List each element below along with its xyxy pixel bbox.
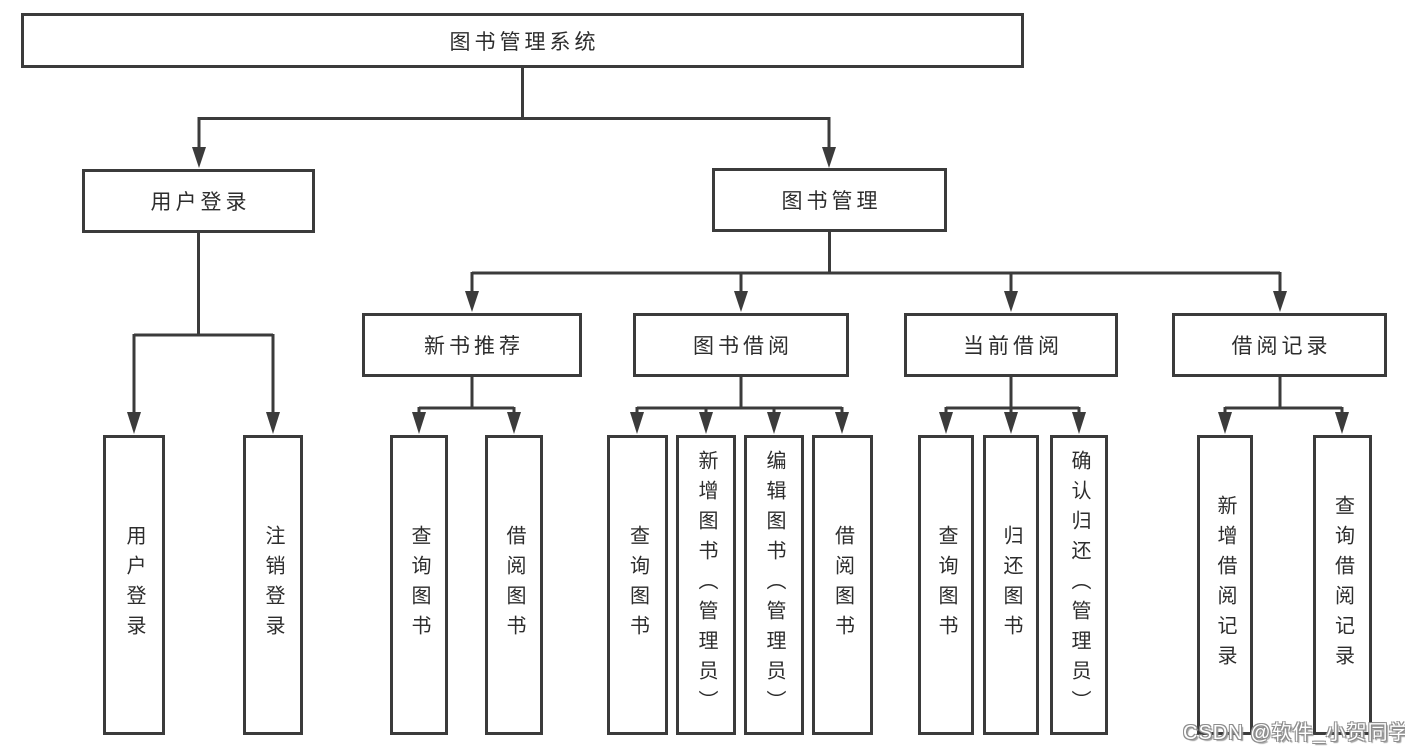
leaf-query-borrow-record: 查询借阅记录 — [1313, 435, 1372, 735]
node-current-borrow-label: 当前借阅 — [963, 335, 1063, 358]
leaf-return-books: 归还图书 — [983, 435, 1039, 735]
leaf-recommend-borrow-books: 借阅图书 — [485, 435, 543, 735]
node-new-book-recommend: 新书推荐 — [362, 313, 582, 377]
connector-userlogin-to-children — [127, 232, 280, 434]
leaf-edit-books-admin: 编辑图书（管理员） — [744, 435, 804, 735]
connector-borrow-to-children — [630, 377, 849, 434]
node-book-borrow-label: 图书借阅 — [693, 335, 793, 358]
leaf-add-books-admin-label: 新增图书（管理员） — [695, 450, 717, 720]
leaf-confirm-return-admin: 确认归还（管理员） — [1050, 435, 1108, 735]
node-root: 图书管理系统 — [21, 13, 1024, 68]
node-book-borrow: 图书借阅 — [633, 313, 849, 377]
leaf-recommend-query-books: 查询图书 — [390, 435, 448, 735]
leaf-confirm-return-admin-label: 确认归还（管理员） — [1068, 450, 1090, 720]
node-book-management-label: 图书管理 — [781, 190, 882, 213]
leaf-add-borrow-record: 新增借阅记录 — [1197, 435, 1253, 735]
leaf-return-books-label: 归还图书 — [1000, 525, 1022, 645]
node-borrow-records: 借阅记录 — [1172, 313, 1387, 377]
leaf-query-borrow-record-label: 查询借阅记录 — [1331, 495, 1354, 675]
leaf-borrow-books: 借阅图书 — [812, 435, 873, 735]
node-new-book-recommend-label: 新书推荐 — [424, 335, 524, 358]
node-borrow-records-label: 借阅记录 — [1231, 335, 1332, 358]
connector-recommend-to-children — [412, 377, 521, 434]
leaf-current-query-books: 查询图书 — [918, 435, 974, 735]
leaf-recommend-borrow-books-label: 借阅图书 — [503, 525, 525, 645]
csdn-watermark: CSDN @软件_小贺同学 — [1183, 722, 1405, 744]
leaf-borrow-query-books-label: 查询图书 — [626, 525, 649, 645]
leaf-borrow-books-label: 借阅图书 — [831, 525, 854, 645]
connector-records-to-children — [1218, 377, 1349, 434]
connector-root-to-level2 — [192, 68, 836, 168]
leaf-add-borrow-record-label: 新增借阅记录 — [1214, 495, 1236, 675]
leaf-recommend-query-books-label: 查询图书 — [408, 525, 430, 645]
leaf-user-login: 用户登录 — [103, 435, 165, 735]
leaf-add-books-admin: 新增图书（管理员） — [676, 435, 736, 735]
connector-bookmgmt-to-level3 — [465, 232, 1287, 312]
node-root-label: 图书管理系统 — [449, 30, 600, 54]
leaf-user-login-label: 用户登录 — [123, 525, 145, 645]
connector-current-to-children — [939, 377, 1086, 434]
leaf-logout-label: 注销登录 — [262, 525, 284, 645]
leaf-borrow-query-books: 查询图书 — [607, 435, 668, 735]
leaf-current-query-books-label: 查询图书 — [935, 525, 957, 645]
node-current-borrow: 当前借阅 — [904, 313, 1118, 377]
node-book-management: 图书管理 — [712, 168, 947, 232]
leaf-edit-books-admin-label: 编辑图书（管理员） — [763, 450, 785, 720]
node-user-login-label: 用户登录 — [150, 191, 251, 214]
node-user-login: 用户登录 — [82, 169, 315, 233]
leaf-logout: 注销登录 — [243, 435, 303, 735]
